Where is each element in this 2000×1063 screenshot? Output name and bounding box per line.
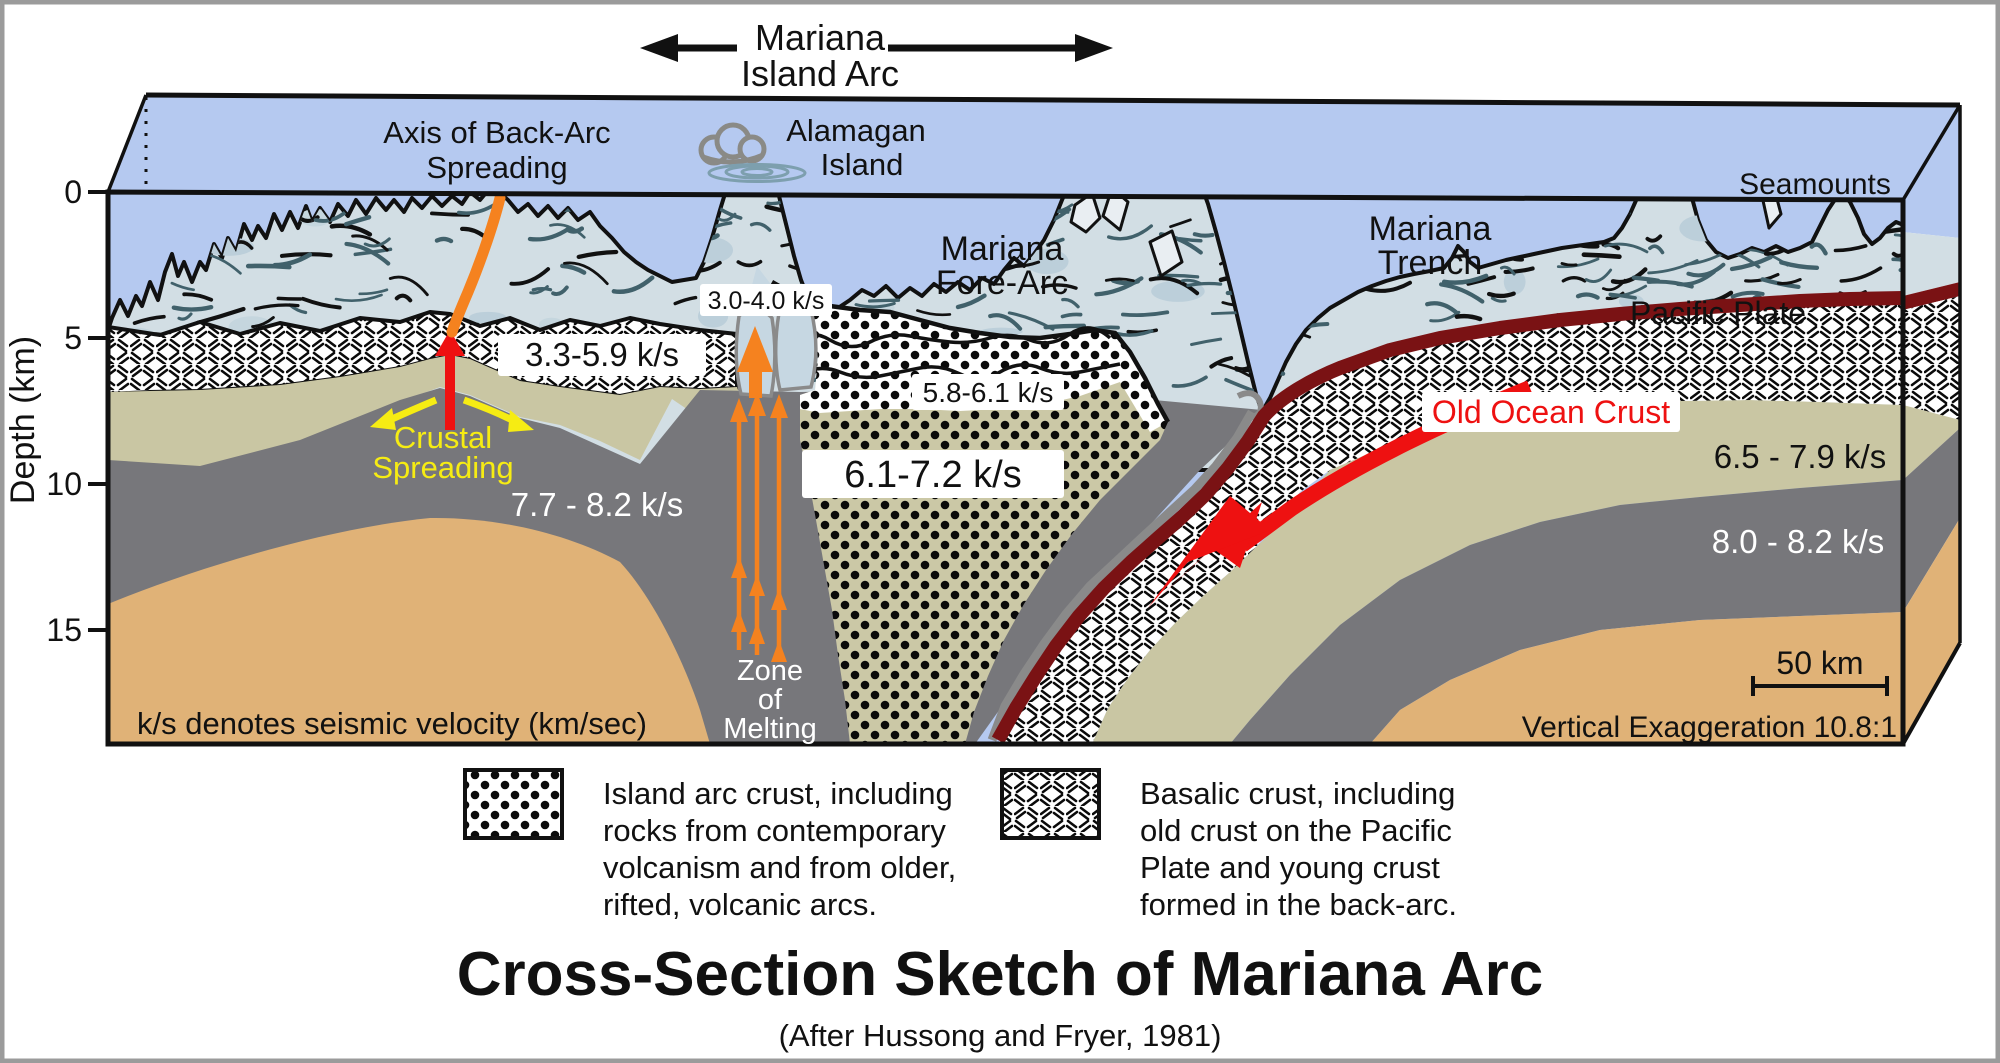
- island-arc-crust-upper: [772, 282, 1168, 432]
- pacific-mantle-tan: [1370, 612, 1903, 744]
- pacific-mantle-olive: [1092, 400, 1903, 744]
- tick-5: 5: [64, 320, 82, 356]
- header-island-arc-label: Mariana Island Arc: [640, 17, 1113, 94]
- arrow-right-icon: [1075, 34, 1113, 62]
- zone-of-melting-label-1: Zone: [737, 655, 803, 687]
- tick-0: 0: [64, 174, 82, 210]
- v-upper-arc: 5.8-6.1 k/s: [912, 374, 1064, 410]
- back-arc-axis-label-2: Spreading: [426, 150, 567, 185]
- block-right-face: [1903, 105, 1960, 744]
- seamounts-label: Seamounts: [1739, 168, 1891, 201]
- svg-text:Old Ocean Crust: Old Ocean Crust: [1432, 394, 1670, 430]
- block-top-face: [106, 92, 1961, 200]
- velocity-labels: 3.3-5.9 k/s 3.0-4.0 k/s 5.8-6.1 k/s 6.1-…: [498, 284, 1886, 560]
- svg-text:50 km: 50 km: [1776, 645, 1863, 681]
- v-pacific-mantle-2: 8.0 - 8.2 k/s: [1712, 523, 1884, 560]
- header-line2: Island Arc: [741, 53, 899, 94]
- old-ocean-crust-band: [991, 291, 1903, 744]
- crustal-spreading-arrows: [370, 330, 534, 432]
- svg-text:5.8-6.1 k/s: 5.8-6.1 k/s: [923, 377, 1054, 408]
- eruption-cloud-icon: [698, 122, 767, 166]
- fore-arc-label-2: Fore-Arc: [936, 264, 1068, 302]
- v-lower-arc: 6.1-7.2 k/s: [802, 450, 1064, 498]
- v-back-arc-crust: 3.3-5.9 k/s: [498, 334, 706, 376]
- svg-text:Plate and young crust: Plate and young crust: [1140, 850, 1440, 885]
- fore-arc-label-1: Mariana: [941, 230, 1064, 268]
- crustal-spreading-label-2: Spreading: [372, 450, 513, 485]
- svg-text:formed in the back-arc.: formed in the back-arc.: [1140, 887, 1457, 922]
- trench-label-1: Mariana: [1369, 210, 1492, 248]
- yellow-arrow-right: [462, 396, 514, 424]
- magma-arrow-large: [737, 326, 773, 398]
- alamagan-label-1: Alamagan: [786, 113, 926, 148]
- pacific-plate-label: Pacific Plate: [1630, 295, 1806, 331]
- tick-15: 15: [46, 612, 82, 648]
- v-pacific-mantle-1: 6.5 - 7.9 k/s: [1714, 438, 1886, 475]
- svg-text:rocks from contemporary: rocks from contemporary: [603, 813, 946, 848]
- spreading-dike: [446, 192, 506, 338]
- scale-bar: 50 km: [1751, 645, 1889, 696]
- pacific-mantle-gray: [1230, 480, 1903, 744]
- svg-text:rifted, volcanic arcs.: rifted, volcanic arcs.: [603, 887, 877, 922]
- ks-note: k/s denotes seismic velocity (km/sec): [137, 706, 647, 741]
- legend-island-arc-text: Island arc crust, including rocks from c…: [603, 776, 956, 922]
- alamagan-label-2: Island: [821, 147, 904, 182]
- depth-axis: Depth (km) 0 5 10 15: [4, 174, 108, 648]
- legend: Island arc crust, including rocks from c…: [463, 768, 1457, 922]
- zone-of-melting-label-2: of: [758, 684, 783, 716]
- header-line1: Mariana: [755, 17, 886, 58]
- svg-text:3.3-5.9 k/s: 3.3-5.9 k/s: [525, 336, 679, 373]
- water-ripples-icon: [707, 163, 807, 183]
- v-volcano: 3.0-4.0 k/s: [700, 284, 832, 316]
- tick-10: 10: [46, 466, 82, 502]
- figure-subtitle: (After Hussong and Fryer, 1981): [779, 1018, 1222, 1053]
- vertical-exaggeration-label: Vertical Exaggeration 10.8:1: [1522, 711, 1897, 744]
- block-front-face: [108, 192, 1903, 744]
- yellow-arrow-left: [390, 396, 438, 423]
- v-back-mantle: 7.7 - 8.2 k/s: [511, 486, 683, 523]
- crustal-spreading-label-1: Crustal: [394, 420, 492, 455]
- svg-text:6.1-7.2 k/s: 6.1-7.2 k/s: [844, 454, 1021, 496]
- slab-upper-boundary: [987, 409, 1256, 742]
- svg-text:volcanism and from older,: volcanism and from older,: [603, 850, 956, 885]
- trench-label-2: Trench: [1378, 244, 1483, 282]
- legend-swatch-island-arc: [463, 768, 564, 840]
- svg-text:Island arc crust, including: Island arc crust, including: [603, 776, 953, 811]
- depth-axis-title: Depth (km): [4, 336, 42, 504]
- old-ocean-crust-label: Old Ocean Crust: [1422, 392, 1680, 432]
- zone-of-melting-label-3: Melting: [723, 713, 817, 745]
- melt-arrows: [730, 326, 788, 662]
- block-outline: [105, 104, 1962, 747]
- back-arc-olive-layer: [108, 355, 771, 645]
- svg-text:old crust on the Pacific: old crust on the Pacific: [1140, 813, 1452, 848]
- figure-title: Cross-Section Sketch of Mariana Arc: [457, 940, 1543, 1009]
- legend-basalic-text: Basalic crust, including old crust on th…: [1140, 776, 1457, 922]
- back-arc-axis-label-1: Axis of Back-Arc: [383, 115, 610, 150]
- svg-text:3.0-4.0 k/s: 3.0-4.0 k/s: [708, 287, 825, 315]
- svg-text:Basalic crust, including: Basalic crust, including: [1140, 776, 1455, 811]
- arrow-left-icon: [640, 34, 678, 62]
- mantle-tan-left: [108, 517, 710, 744]
- legend-swatch-basalic: [1000, 768, 1101, 840]
